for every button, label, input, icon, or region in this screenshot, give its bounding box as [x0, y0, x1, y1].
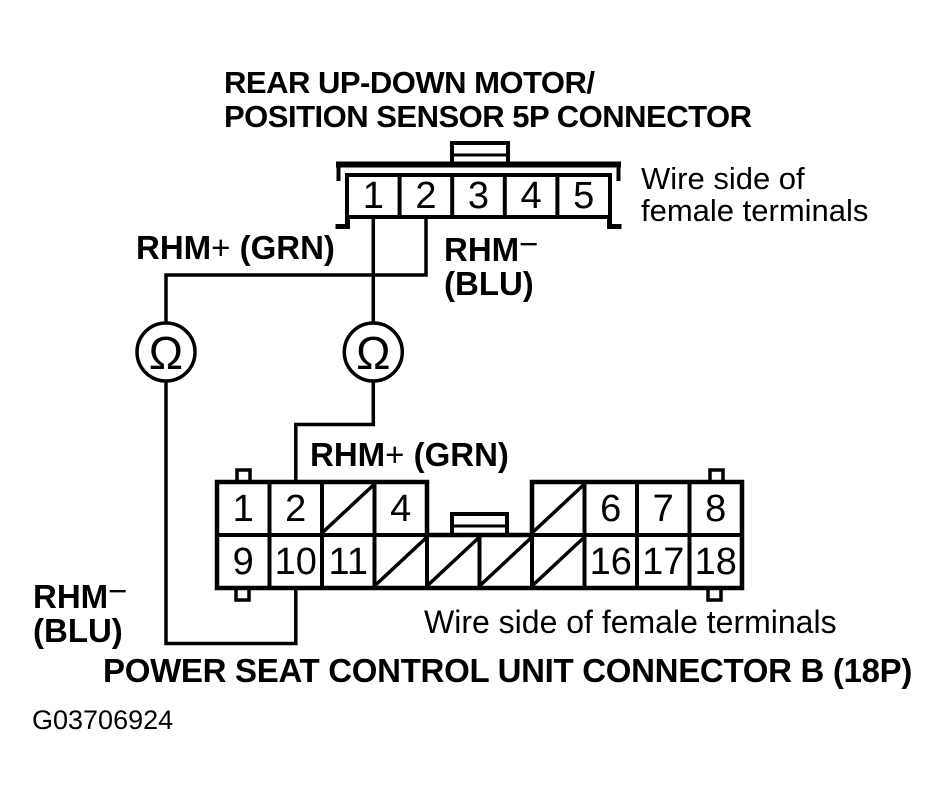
label-rhm-minus-upper: RHM− (BLU): [444, 227, 538, 302]
pin-number: 5: [573, 175, 594, 217]
hatch-line: [373, 535, 429, 588]
wire-color: (BLU): [444, 265, 534, 302]
label-rhm-minus-lower: RHM− (BLU): [33, 574, 127, 649]
pin-number: 3: [468, 175, 489, 217]
pin-number: 7: [653, 488, 674, 530]
figure-id: G03706924: [32, 705, 174, 735]
connector-5p-title-line2: POSITION SENSOR 5P CONNECTOR: [224, 99, 752, 134]
connector-18p: [214, 468, 745, 602]
wire-color: (GRN): [404, 436, 509, 473]
ohmmeter-symbols: Ω Ω: [135, 321, 405, 383]
pin-number: 1: [233, 488, 254, 530]
connector-18p-pin-numbers: 1 2 4 6 7 8 9 10 11 16 17 18: [233, 488, 737, 583]
connector-5p-pin-numbers: 1 2 3 4 5: [363, 175, 595, 217]
pin-number: 1: [363, 175, 384, 217]
minus-sign: −: [519, 225, 539, 263]
signal-line: RHM−: [33, 574, 127, 615]
wire-side-note-18p: Wire side of female terminals: [424, 604, 837, 640]
signal-name: RHM: [136, 229, 212, 266]
ohm-symbol: Ω: [149, 327, 183, 379]
signal-name: RHM: [33, 578, 109, 615]
pin-number: 18: [695, 541, 737, 583]
connector-5p-pin-row: [345, 173, 612, 219]
wire-side-note-5p-line1: Wire side of: [641, 161, 805, 196]
hatch-marks: [320, 482, 586, 588]
pin-number: 9: [233, 541, 254, 583]
wire-side-note-5p: Wire side of female terminals: [641, 163, 868, 227]
pin-number: 2: [415, 175, 436, 217]
pin-number: 11: [329, 541, 368, 583]
minus-sign: −: [108, 572, 128, 610]
pin-number: 2: [285, 488, 306, 530]
signal-name: RHM: [444, 231, 520, 268]
wire-color: (BLU): [33, 612, 123, 649]
pin-number: 8: [705, 488, 726, 530]
ohmmeter-left-icon: [135, 321, 197, 383]
wire-rhm-minus-upper: [164, 215, 428, 325]
wire-rhm-plus-lower: [294, 379, 376, 484]
wire-side-note-5p-line2: female terminals: [641, 193, 869, 228]
hatch-line: [478, 535, 534, 588]
connector-5p: [335, 141, 622, 229]
connector-5p-title: REAR UP-DOWN MOTOR/ POSITION SENSOR 5P C…: [224, 65, 752, 134]
connector-5p-right-foot: [607, 215, 622, 229]
ohmmeter-right-icon: [342, 321, 405, 383]
ohm-symbol: Ω: [356, 327, 390, 379]
plus-sign: +: [211, 229, 231, 266]
pin-number: 6: [600, 488, 621, 530]
pin-number: 17: [642, 541, 684, 583]
pin-number: 4: [521, 175, 542, 217]
wire-rhm-minus-lower: [164, 379, 298, 646]
signal-line: RHM−: [444, 227, 538, 268]
pin-number: 4: [390, 488, 411, 530]
pin-number: 10: [275, 541, 317, 583]
hatch-line: [530, 482, 586, 535]
hatch-line: [530, 535, 586, 588]
label-rhm-plus-lower: RHM+ (GRN): [310, 438, 509, 472]
connector-5p-title-line1: REAR UP-DOWN MOTOR/: [224, 65, 595, 100]
label-rhm-plus-upper: RHM+ (GRN): [136, 231, 335, 265]
connector-18p-title: POWER SEAT CONTROL UNIT CONNECTOR B (18P…: [103, 652, 913, 689]
connector-5p-left-foot: [335, 215, 350, 229]
hatch-line: [425, 535, 481, 588]
signal-name: RHM: [310, 436, 386, 473]
pin-number: 16: [590, 541, 632, 583]
hatch-line: [320, 482, 376, 535]
wire-group: [164, 215, 428, 646]
plus-sign: +: [385, 436, 405, 473]
wire-color: (GRN): [230, 229, 335, 266]
